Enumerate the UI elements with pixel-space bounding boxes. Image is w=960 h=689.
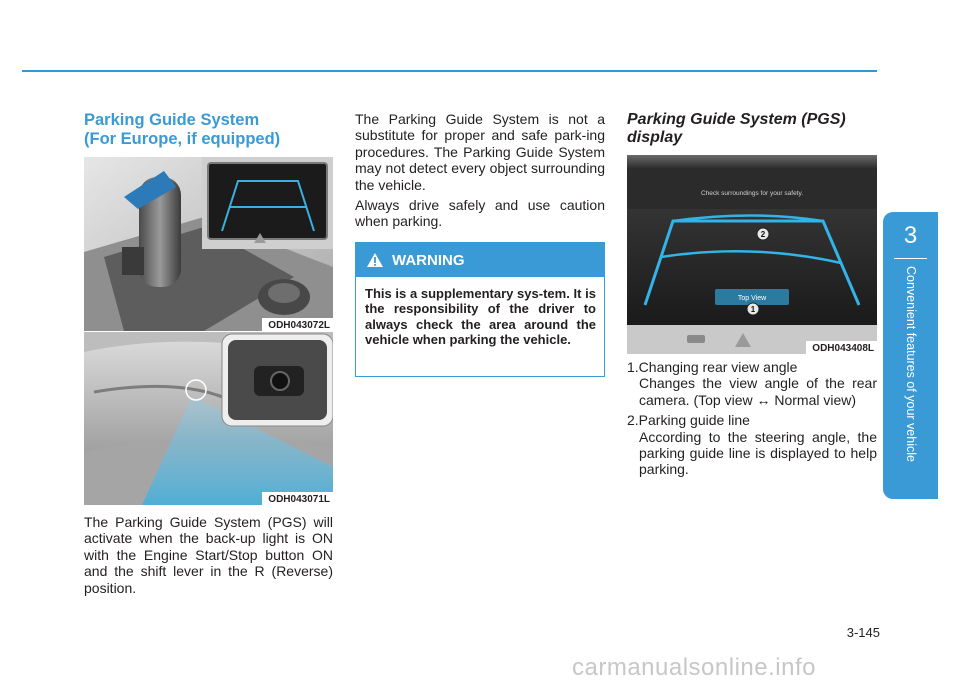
callout-1: 1 — [751, 305, 756, 314]
rear-camera-illustration — [84, 332, 333, 505]
warning-icon — [367, 253, 383, 267]
list-item-desc: Changes the view angle of the rear camer… — [639, 375, 877, 408]
figure-code-3: ODH043408L — [806, 341, 877, 354]
warning-title: WARNING — [392, 251, 465, 269]
watermark: carmanualsonline.info — [572, 654, 816, 681]
warning-text: This is a supplementary sys-tem. It is t… — [365, 286, 596, 347]
warning-header: WARNING — [356, 243, 604, 277]
list-item-title: 2.Parking guide line — [627, 412, 750, 429]
callout-2: 2 — [761, 230, 766, 239]
shift-lever-figure: ODH043072L — [84, 157, 333, 331]
page-number: 3-145 — [846, 625, 880, 640]
top-rule — [22, 70, 877, 72]
top-view-button: Top View — [738, 295, 767, 302]
drive-safely-paragraph: Always drive safely and use caution when… — [355, 197, 605, 230]
pgs-display-figure: Check surroundings for your safety. 2 To… — [627, 155, 877, 354]
chapter-title: Convenient features of your vehicle — [904, 266, 918, 462]
figure-code-2: ODH043071L — [262, 492, 333, 505]
chapter-number: 3 — [903, 222, 918, 249]
screen-message: Check surroundings for your safety. — [701, 190, 803, 197]
list-item: 2.Parking guide line According to the st… — [627, 412, 877, 478]
pgs-substitute-paragraph: The Parking Guide System is not a substi… — [355, 111, 605, 193]
list-item-desc: According to the steering angle, the par… — [639, 428, 877, 478]
list-item: 1.Changing rear view angle Changes the v… — [627, 359, 877, 408]
chapter-tab — [883, 212, 938, 499]
figure-code-1: ODH043072L — [262, 318, 333, 331]
rear-camera-figure: ODH043071L — [84, 332, 333, 505]
pgs-screen-illustration: Check surroundings for your safety. 2 To… — [627, 155, 877, 354]
warning-box: WARNING This is a supplementary sys-tem.… — [355, 242, 605, 377]
shift-lever-illustration — [84, 157, 333, 331]
pgs-display-title: Parking Guide System (PGS) display — [627, 111, 846, 146]
pgs-feature-list: 1.Changing rear view angle Changes the v… — [627, 359, 877, 482]
chapter-tab-divider — [894, 258, 927, 259]
list-item-title: 1.Changing rear view angle — [627, 359, 798, 375]
section-title: Parking Guide System (For Europe, if equ… — [84, 111, 281, 148]
pgs-activation-paragraph: The Parking Guide System (PGS) will acti… — [84, 514, 333, 596]
